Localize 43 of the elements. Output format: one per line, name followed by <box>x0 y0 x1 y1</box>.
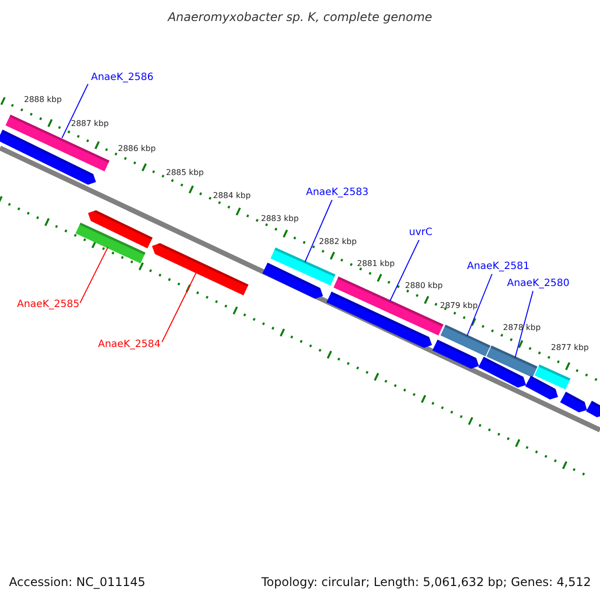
gene-feature <box>76 222 146 264</box>
gene-feature <box>432 340 479 369</box>
scale-label: 2888 kbp <box>24 95 62 105</box>
leader-line <box>62 84 88 138</box>
scale-label: 2883 kbp <box>261 214 299 224</box>
scale-label: 2880 kbp <box>405 281 443 291</box>
gene-label: AnaeK_2583 <box>306 187 368 199</box>
leader-line <box>514 290 534 358</box>
scale-label: 2887 kbp <box>71 119 109 129</box>
scale-label: 2881 kbp <box>357 259 395 269</box>
gene-feature <box>586 400 600 418</box>
scale-label: 2886 kbp <box>118 144 156 154</box>
gene-feature <box>88 210 153 248</box>
gene-feature <box>478 356 526 388</box>
leader-line <box>80 246 108 304</box>
gene-feature <box>6 114 110 172</box>
scale-label: 2878 kbp <box>503 323 541 333</box>
gene-label: AnaeK_2585 <box>17 299 80 311</box>
gene-label: AnaeK_2586 <box>91 72 154 84</box>
leader-line <box>390 240 420 302</box>
gene-feature <box>270 248 336 286</box>
gene-feature <box>0 130 96 185</box>
genome-info-text: Topology: circular; Length: 5,061,632 bp; Genes: 4,512 <box>261 575 591 590</box>
gene-feature <box>486 346 538 378</box>
gene-feature <box>534 364 570 390</box>
scale-label: 2885 kbp <box>166 168 204 178</box>
gene-feature <box>525 376 558 400</box>
leader-line <box>466 274 492 336</box>
gene-label: AnaeK_2581 <box>467 261 530 273</box>
scale-label: 2879 kbp <box>440 301 478 311</box>
gene-feature <box>262 262 323 299</box>
gene-feature <box>326 292 432 348</box>
scale-label: 2884 kbp <box>213 191 251 201</box>
gene-label: uvrC <box>409 227 432 239</box>
scale-label: 2877 kbp <box>551 343 589 353</box>
gene-label: AnaeK_2580 <box>507 278 570 290</box>
accession-text: Accession: NC_011145 <box>9 575 146 590</box>
title: Anaeromyxobacter sp. K, complete genome <box>166 10 434 24</box>
gene-label: AnaeK_2584 <box>98 339 160 351</box>
scale-label: 2882 kbp <box>319 237 357 247</box>
leader-line <box>162 272 196 342</box>
gene-feature <box>152 243 248 296</box>
gene-feature <box>440 324 490 356</box>
